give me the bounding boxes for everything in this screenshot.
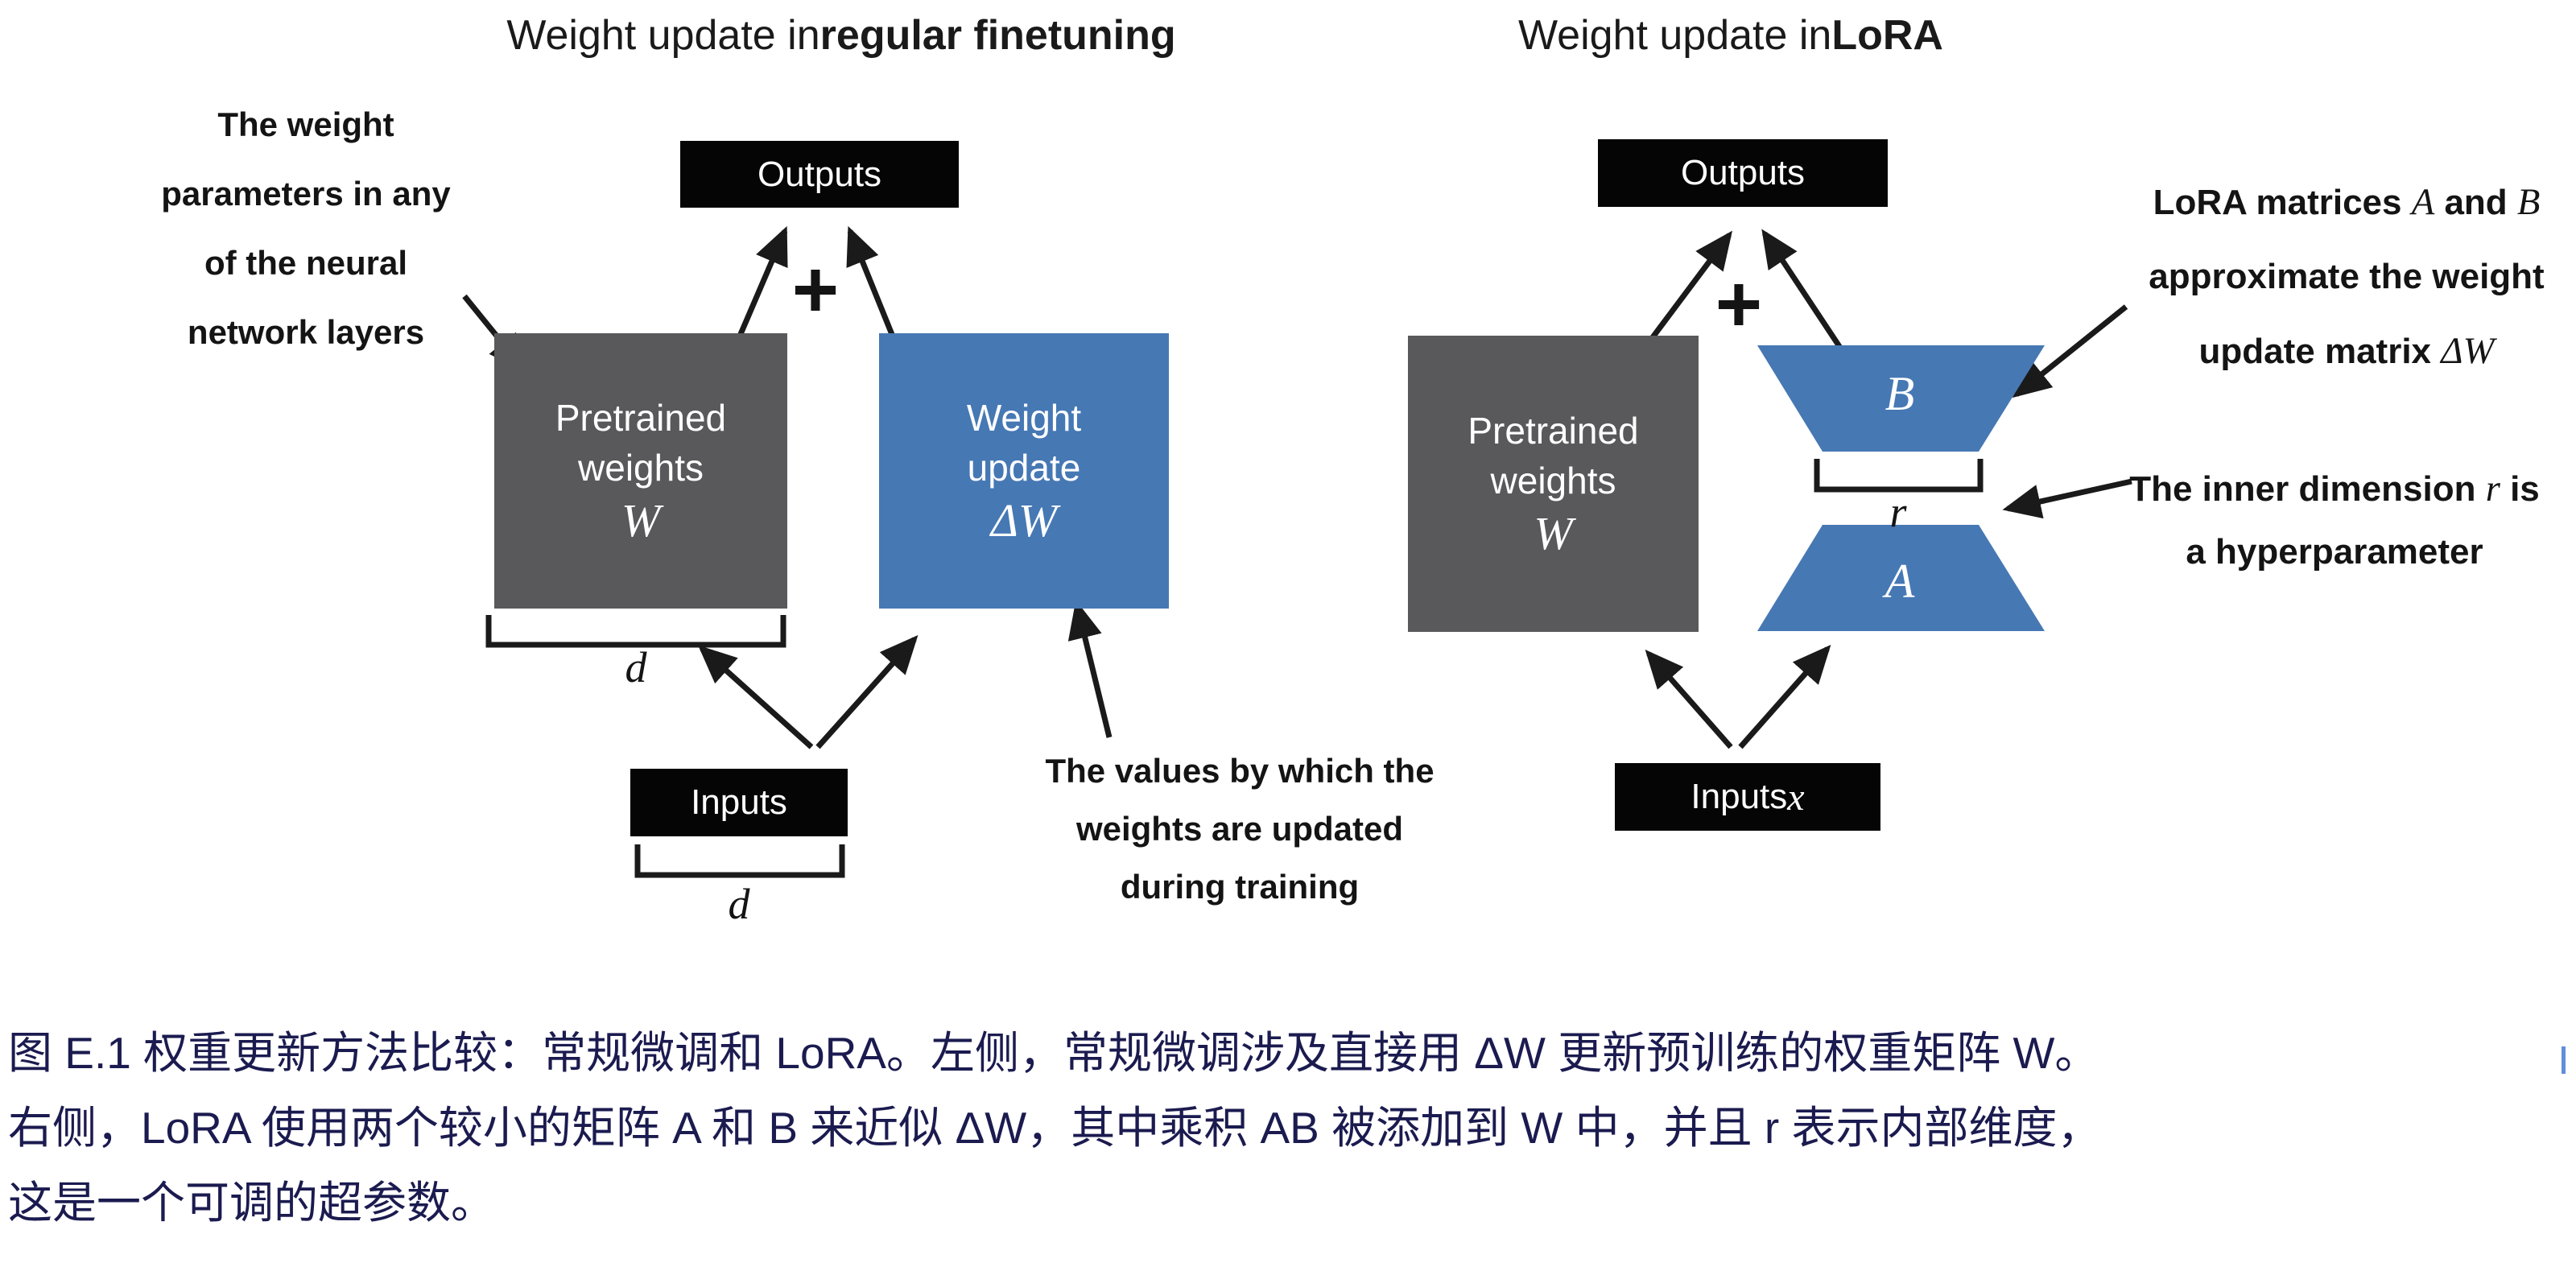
caption-line: 这是一个可调的超参数。 bbox=[8, 1178, 496, 1228]
annotation-line: The weight bbox=[217, 105, 394, 143]
outputs-box-left: Outputs bbox=[680, 141, 959, 208]
matrix-a-trapezoid bbox=[1757, 525, 2045, 631]
annotation-line: approximate the weight bbox=[2149, 257, 2545, 296]
bracket-r-between-b-a bbox=[1814, 459, 1984, 493]
left-panel-title: Weight update in regular finetuning bbox=[506, 12, 1176, 59]
outputs-box-right: Outputs bbox=[1598, 139, 1888, 207]
matrix-b-label: B bbox=[1885, 366, 1915, 420]
pretrained-line: Pretrained bbox=[555, 397, 727, 439]
weight-update-box: Weight update ΔW bbox=[879, 333, 1169, 609]
pretrained-line: Pretrained bbox=[1468, 410, 1639, 452]
arrow-lora-annotation-to-b bbox=[2012, 304, 2128, 398]
inputs-box-left: Inputs bbox=[630, 769, 848, 836]
pretrained-math-w: W bbox=[621, 494, 661, 547]
arrow-inputs-to-pretrained-left bbox=[698, 645, 814, 749]
pretrained-weights-box-right: Pretrained weights W bbox=[1408, 336, 1699, 632]
outputs-label: Outputs bbox=[1680, 153, 1806, 192]
figure-caption: 图 E.1 权重更新方法比较：常规微调和 LoRA。左侧，常规微调涉及直接用 Δ… bbox=[8, 1016, 2572, 1240]
annotation-line: of the neural bbox=[204, 244, 408, 282]
pretrained-weights-box-left: Pretrained weights W bbox=[494, 333, 787, 609]
dim-d-weights-label: d bbox=[625, 643, 647, 691]
annotation-line: The inner dimension r is bbox=[2129, 468, 2540, 510]
bracket-d-under-inputs bbox=[634, 844, 845, 878]
arrow-inputs-to-a-right bbox=[1738, 645, 1831, 749]
arrow-b-to-outputs-right bbox=[1761, 229, 1844, 352]
annotation-line: update matrix ΔW bbox=[2198, 330, 2495, 372]
annotation-line: a hyperparameter bbox=[2186, 532, 2483, 572]
matrix-b-trapezoid bbox=[1757, 345, 2045, 452]
arrow-values-annotation-to-update bbox=[1067, 600, 1113, 738]
annotation-line: network layers bbox=[187, 313, 425, 351]
right-panel-title: Weight update in LoRA bbox=[1518, 12, 1943, 59]
values-annotation: The values by which the weights are upda… bbox=[1010, 742, 1469, 916]
arrow-rank-annotation-to-r bbox=[2002, 478, 2132, 519]
outputs-label: Outputs bbox=[757, 154, 882, 194]
plus-sign-right: + bbox=[1715, 258, 1763, 349]
pretrained-line: weights bbox=[1490, 460, 1616, 501]
bracket-d-under-pretrained bbox=[485, 615, 786, 648]
update-math-delta-w: ΔW bbox=[990, 494, 1058, 547]
inputs-box-right: Inputs x bbox=[1615, 763, 1880, 831]
pretrained-line: weights bbox=[578, 447, 704, 489]
matrix-a-label: A bbox=[1885, 554, 1915, 608]
arrow-pretrained-to-outputs-right bbox=[1645, 230, 1732, 346]
rank-r-label: r bbox=[1889, 488, 1907, 536]
update-line: update bbox=[967, 447, 1081, 489]
arrow-inputs-to-update-left bbox=[815, 635, 919, 749]
annotation-line: The values by which the bbox=[1045, 752, 1435, 790]
pretrained-math-w: W bbox=[1534, 507, 1573, 559]
update-line: Weight bbox=[966, 397, 1082, 439]
lora-matrices-annotation: LoRA matrices A and B approximate the we… bbox=[2113, 165, 2576, 389]
text-cursor bbox=[2562, 1046, 2566, 1074]
caption-line: 右侧，LoRA 使用两个较小的矩阵 A 和 B 来近似 ΔW，其中乘积 AB 被… bbox=[8, 1103, 2102, 1153]
weights-annotation: The weight parameters in any of the neur… bbox=[76, 90, 535, 367]
annotation-line: parameters in any bbox=[161, 175, 451, 213]
arrow-inputs-to-pretrained-right bbox=[1645, 649, 1733, 749]
dim-d-inputs-label: d bbox=[728, 880, 750, 928]
inputs-label: Inputs bbox=[691, 782, 787, 822]
annotation-line: LoRA matrices A and B bbox=[2153, 181, 2541, 223]
caption-line: 图 E.1 权重更新方法比较：常规微调和 LoRA。左侧，常规微调涉及直接用 Δ… bbox=[8, 1028, 2099, 1078]
inner-dimension-annotation: The inner dimension r is a hyperparamete… bbox=[2085, 457, 2576, 584]
annotation-line: weights are updated bbox=[1075, 810, 1404, 848]
annotation-line: during training bbox=[1120, 868, 1360, 906]
plus-sign-left: + bbox=[791, 244, 840, 335]
